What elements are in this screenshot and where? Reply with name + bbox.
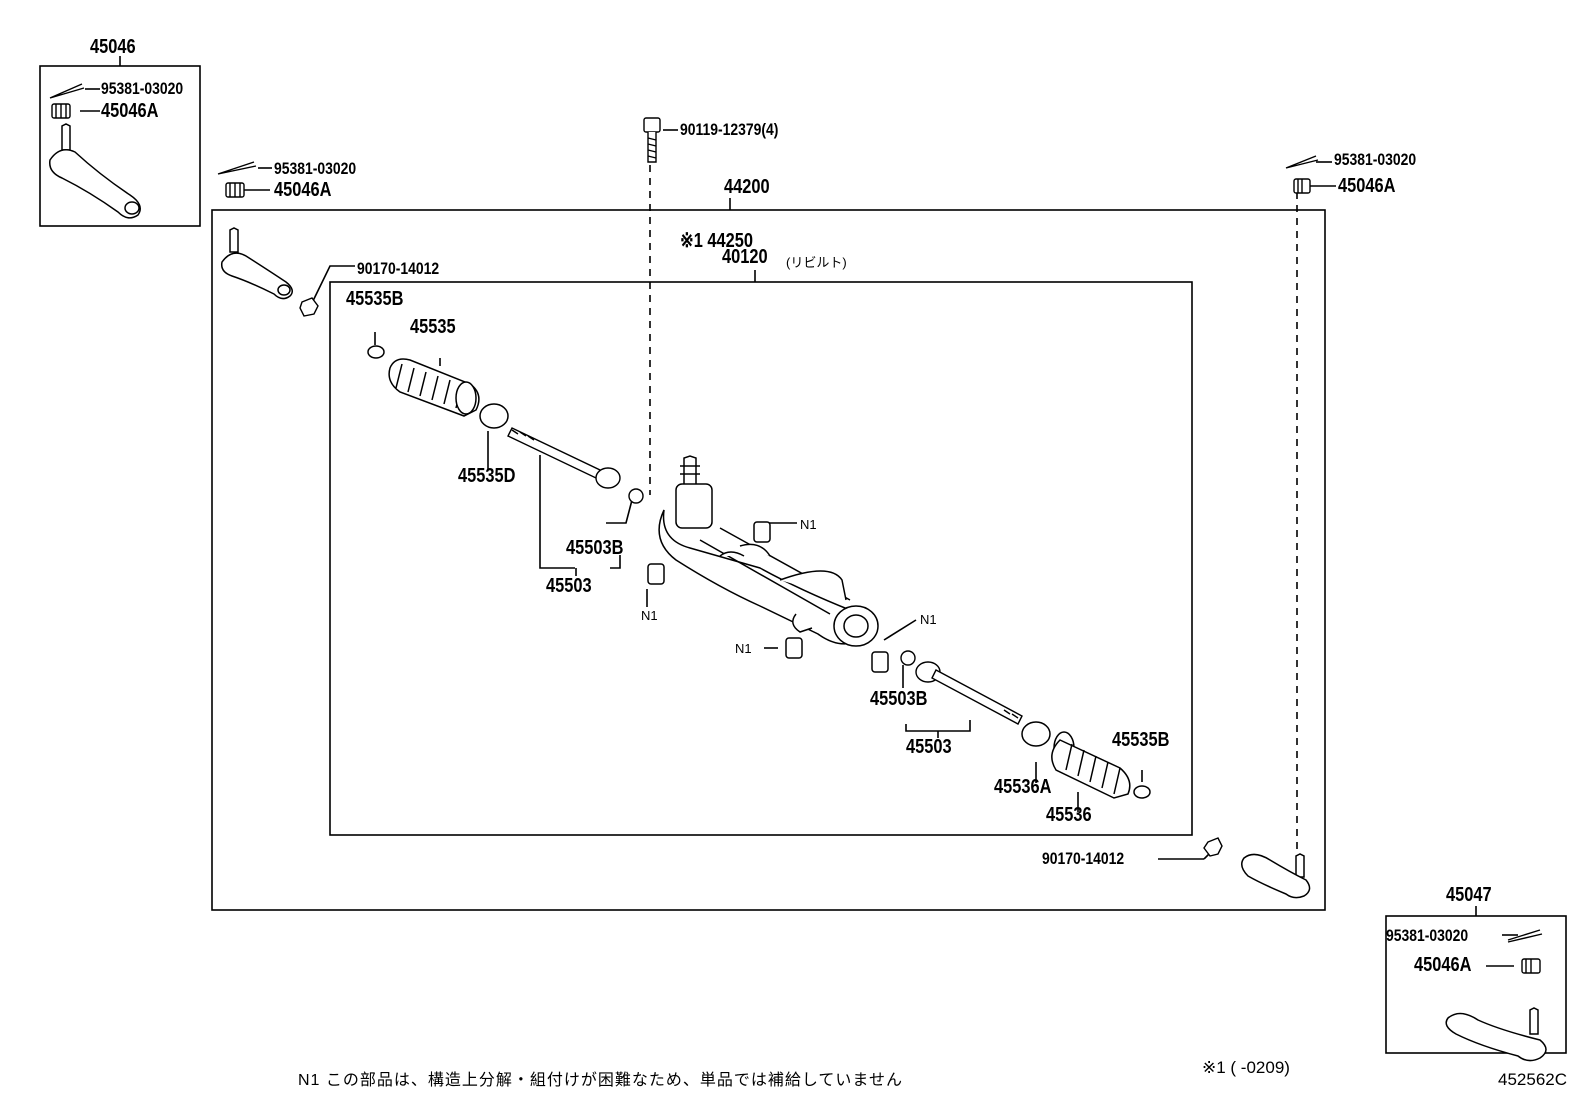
n1-label-d: N1: [920, 612, 937, 627]
boot-right-label: 45536: [1046, 804, 1092, 826]
gear-rebuilt-label: ※1 44250: [680, 230, 754, 252]
hex-nut-icon: [299, 297, 1223, 857]
kit-rh-number: 45046: [90, 36, 136, 58]
gear-assembly-frame: [211, 209, 1326, 911]
nut-left-label: 90170-14012: [357, 259, 440, 278]
gear-sub-frame: [329, 281, 1193, 836]
nut-upper-right-label: 45046A: [1338, 175, 1396, 197]
cotter-pin-icon: [49, 83, 1543, 943]
n1-label-c: N1: [735, 641, 752, 656]
tie-rod-right-label: 45503: [906, 736, 952, 758]
cotter-pin-kit-lh-label: 95381-03020: [1386, 926, 1469, 945]
clamp-right-label: 45535B: [1112, 729, 1170, 751]
clip-left-label: 45535D: [458, 465, 516, 487]
bolt-label: 90119-12379(4): [680, 120, 779, 139]
washer-left-label: 45503B: [566, 537, 624, 559]
tie-rod-end-icon: [49, 123, 1547, 1062]
clamp-left-label: 45535B: [346, 288, 404, 310]
rack-boot-right-icon: [1021, 721, 1151, 799]
cotter-pin-upper-left-label: 95381-03020: [274, 159, 357, 178]
nut-kit-lh-label: 45046A: [1414, 954, 1472, 976]
nut-right-label: 90170-14012: [1042, 849, 1125, 868]
cotter-pin-upper-right-label: 95381-03020: [1334, 150, 1417, 169]
drawing-code: 452562C: [1498, 1070, 1568, 1089]
clip-right-label: 45536A: [994, 776, 1052, 798]
gear-assembly-label: 44200: [724, 176, 770, 198]
castle-nut-icon: [51, 103, 1541, 974]
n1-label-a: N1: [800, 517, 817, 532]
nut-upper-left-label: 45046A: [274, 179, 332, 201]
gear-sub-suffix-label: (リビルト): [786, 255, 847, 270]
tie-rod-left-label: 45503: [546, 575, 592, 597]
boot-left-label: 45535: [410, 316, 456, 338]
washer-right-label: 45503B: [870, 688, 928, 710]
tie-rod-right-icon: [900, 650, 1023, 725]
kit-lh-number: 45047: [1446, 884, 1492, 906]
cotter-pin-kit-rh-label: 95381-03020: [101, 79, 184, 98]
n1-label-b: N1: [641, 608, 658, 623]
rack-boot-left-icon: [367, 345, 509, 429]
nut-kit-rh-label: 45046A: [101, 100, 159, 122]
tie-rod-left-icon: [507, 427, 644, 504]
bolt-icon: [643, 117, 661, 163]
steering-gear-icon: [647, 455, 889, 673]
supply-note: N1 この部品は、構造上分解・組付けが困難なため、単品では補給していません: [298, 1072, 903, 1089]
gear-sub-label: 40120: [722, 246, 768, 268]
footnote-marker: ※1 ( -0209): [1202, 1058, 1290, 1077]
